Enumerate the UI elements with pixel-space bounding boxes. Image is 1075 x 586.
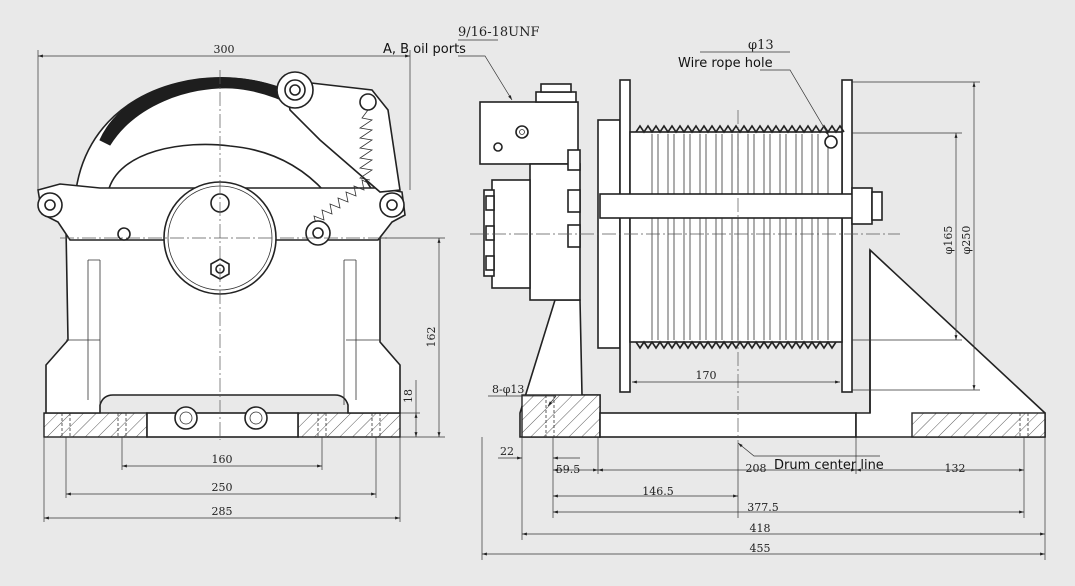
dim-front-160: 160 [212,453,233,466]
side-base-right [911,412,1046,438]
label-drum-center: Drum center line [774,458,884,473]
side-flange-right [841,79,853,393]
dim-side-22: 22 [500,445,514,458]
dim-front-300: 300 [214,43,235,56]
dim-side-208: 208 [746,462,767,475]
side-drum-grooves [635,124,845,350]
label-thread: 9/16-18UNF [458,25,539,40]
side-drum [629,131,843,343]
dim-side-146-5: 146.5 [642,485,674,498]
side-base-left [521,394,601,438]
dim-side-418: 418 [750,522,771,535]
dim-side-dia250: φ250 [960,226,973,255]
front-spring-upper [358,109,374,181]
dim-front-250: 250 [212,481,233,494]
side-rope-hole [824,135,838,149]
front-base-middle [146,412,299,438]
label-bolt-holes: 8-φ13 [492,383,524,396]
side-base-middle [599,412,857,438]
front-view: 300 162 18 160 250 285 [37,43,445,522]
dim-front-285: 285 [212,505,233,518]
label-rope-hole-dia: φ13 [748,38,774,53]
front-base-left [43,412,148,438]
side-flange-left [619,79,631,393]
dim-side-132: 132 [945,462,966,475]
side-shaft [599,193,876,219]
dim-front-18: 18 [402,389,415,403]
front-base-right [297,412,401,438]
side-right-support [855,248,1046,438]
dim-side-59-5: 59.5 [556,463,581,476]
side-view: 9/16-18UNF A, B oil ports φ13 Wire rope … [383,25,1046,560]
dim-side-170: 170 [696,369,717,382]
side-valve-block [479,101,579,165]
label-oil-ports: A, B oil ports [383,42,466,57]
dim-front-162: 162 [425,327,438,348]
label-rope-hole: Wire rope hole [678,56,773,71]
dim-side-377-5: 377.5 [747,501,779,514]
dim-side-dia165: φ165 [942,226,955,255]
front-spring-lower [307,179,371,231]
dim-side-455: 455 [750,542,771,555]
